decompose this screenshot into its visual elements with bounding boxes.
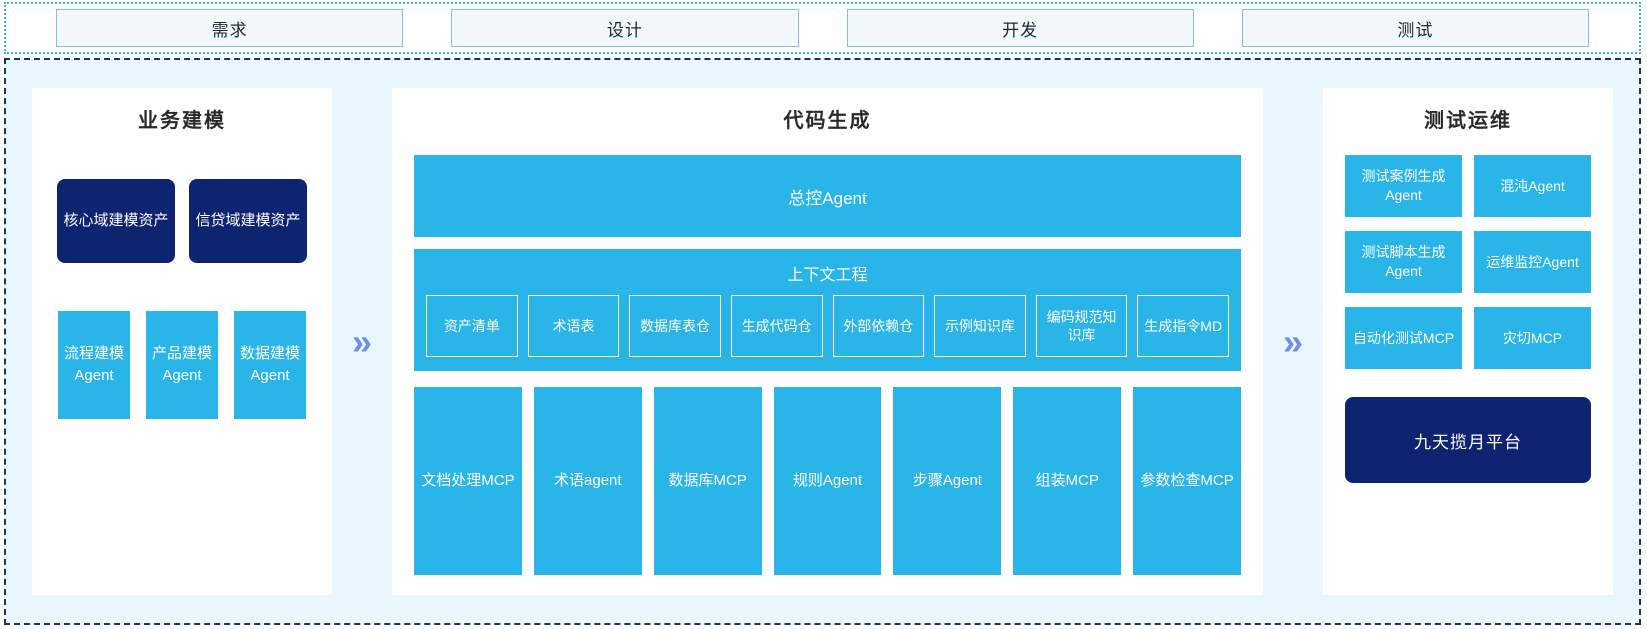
tool-card-database-mcp[interactable]: 数据库MCP bbox=[653, 387, 762, 575]
double-chevron-right-icon: » bbox=[351, 320, 373, 362]
context-item-db-table-repo[interactable]: 数据库表仓 bbox=[629, 295, 721, 357]
context-item-row: 资产清单 术语表 数据库表仓 生成代码仓 外部依赖仓 示例知识库 编码规范知识库… bbox=[426, 295, 1229, 357]
agent-card-data-modeling[interactable]: 数据建模Agent bbox=[234, 311, 306, 419]
context-item-asset-list[interactable]: 资产清单 bbox=[426, 295, 518, 357]
context-engineering-title: 上下文工程 bbox=[787, 267, 868, 284]
tool-card-assembly-mcp[interactable]: 组装MCP bbox=[1013, 387, 1122, 575]
tool-card-row: 文档处理MCP 术语agent 数据库MCP 规则Agent 步骤Agent 组… bbox=[414, 387, 1242, 575]
card-test-script-generation-agent[interactable]: 测试脚本生成Agent bbox=[1345, 231, 1462, 293]
stage-box-testing[interactable]: 测试 bbox=[1241, 9, 1589, 47]
context-item-example-knowledge-base[interactable]: 示例知识库 bbox=[934, 295, 1026, 357]
card-test-case-generation-agent[interactable]: 测试案例生成Agent bbox=[1345, 155, 1462, 217]
context-item-coding-standard-knowledge-base[interactable]: 编码规范知识库 bbox=[1035, 295, 1128, 357]
stage-label: 测试 bbox=[1397, 20, 1434, 40]
main-region: 业务建模 核心域建模资产 信贷域建模资产 流程建模Agent 产品建模Agent… bbox=[4, 58, 1641, 625]
panel-title-code-generation: 代码生成 bbox=[783, 110, 872, 132]
code-generation-body: 总控Agent 上下文工程 资产清单 术语表 数据库表仓 生成代码仓 外部依赖仓… bbox=[392, 133, 1263, 595]
stage-box-requirements[interactable]: 需求 bbox=[56, 9, 404, 47]
context-engineering-block: 上下文工程 资产清单 术语表 数据库表仓 生成代码仓 外部依赖仓 示例知识库 编… bbox=[414, 249, 1241, 371]
context-item-generated-code-repo[interactable]: 生成代码仓 bbox=[730, 295, 823, 357]
tool-card-parameter-check-mcp[interactable]: 参数检查MCP bbox=[1133, 387, 1242, 575]
card-chaos-agent[interactable]: 混沌Agent bbox=[1474, 155, 1591, 217]
asset-card-row: 核心域建模资产 信贷域建模资产 bbox=[32, 179, 332, 263]
stage-label: 开发 bbox=[1002, 20, 1039, 40]
panel-title-test-operations: 测试运维 bbox=[1424, 110, 1512, 132]
tool-card-glossary-agent[interactable]: 术语agent bbox=[533, 387, 642, 575]
tool-card-step-agent[interactable]: 步骤Agent bbox=[893, 387, 1002, 575]
agent-card-process-modeling[interactable]: 流程建模Agent bbox=[58, 311, 130, 419]
panel-code-generation: 代码生成 总控Agent 上下文工程 资产清单 术语表 数据库表仓 生成代码仓 … bbox=[392, 88, 1263, 595]
platform-card-jiutian-lanyue[interactable]: 九天揽月平台 bbox=[1345, 397, 1591, 483]
tool-card-rule-agent[interactable]: 规则Agent bbox=[773, 387, 882, 575]
card-disaster-switch-mcp[interactable]: 灾切MCP bbox=[1474, 307, 1591, 369]
context-item-external-dependency-repo[interactable]: 外部依赖仓 bbox=[832, 295, 925, 357]
panel-test-operations: 测试运维 测试案例生成Agent 混沌Agent 测试脚本生成Agent 运维监… bbox=[1323, 88, 1613, 595]
asset-card-credit-domain[interactable]: 信贷域建模资产 bbox=[189, 179, 307, 263]
agent-card-product-modeling[interactable]: 产品建模Agent bbox=[146, 311, 218, 419]
context-item-generation-instruction-md[interactable]: 生成指令MD bbox=[1137, 295, 1229, 357]
card-automated-test-mcp[interactable]: 自动化测试MCP bbox=[1345, 307, 1462, 369]
modeling-agent-row: 流程建模Agent 产品建模Agent 数据建模Agent bbox=[32, 311, 332, 419]
tool-card-document-processing-mcp[interactable]: 文档处理MCP bbox=[414, 387, 522, 575]
panel-title-business-modeling: 业务建模 bbox=[138, 110, 226, 132]
double-chevron-right-icon-2: » bbox=[1282, 320, 1304, 362]
card-ops-monitoring-agent[interactable]: 运维监控Agent bbox=[1474, 231, 1591, 293]
test-ops-card-grid: 测试案例生成Agent 混沌Agent 测试脚本生成Agent 运维监控Agen… bbox=[1323, 133, 1613, 369]
stage-box-development[interactable]: 开发 bbox=[846, 9, 1194, 47]
context-item-glossary[interactable]: 术语表 bbox=[527, 295, 620, 357]
stage-box-design[interactable]: 设计 bbox=[451, 9, 799, 47]
asset-card-core-domain[interactable]: 核心域建模资产 bbox=[57, 179, 175, 263]
panel-business-modeling: 业务建模 核心域建模资产 信贷域建模资产 流程建模Agent 产品建模Agent… bbox=[32, 88, 332, 595]
stage-label: 需求 bbox=[211, 20, 248, 40]
master-agent-bar[interactable]: 总控Agent bbox=[414, 155, 1241, 237]
stage-strip: 需求 设计 开发 测试 bbox=[4, 2, 1641, 54]
stage-label: 设计 bbox=[606, 20, 643, 40]
